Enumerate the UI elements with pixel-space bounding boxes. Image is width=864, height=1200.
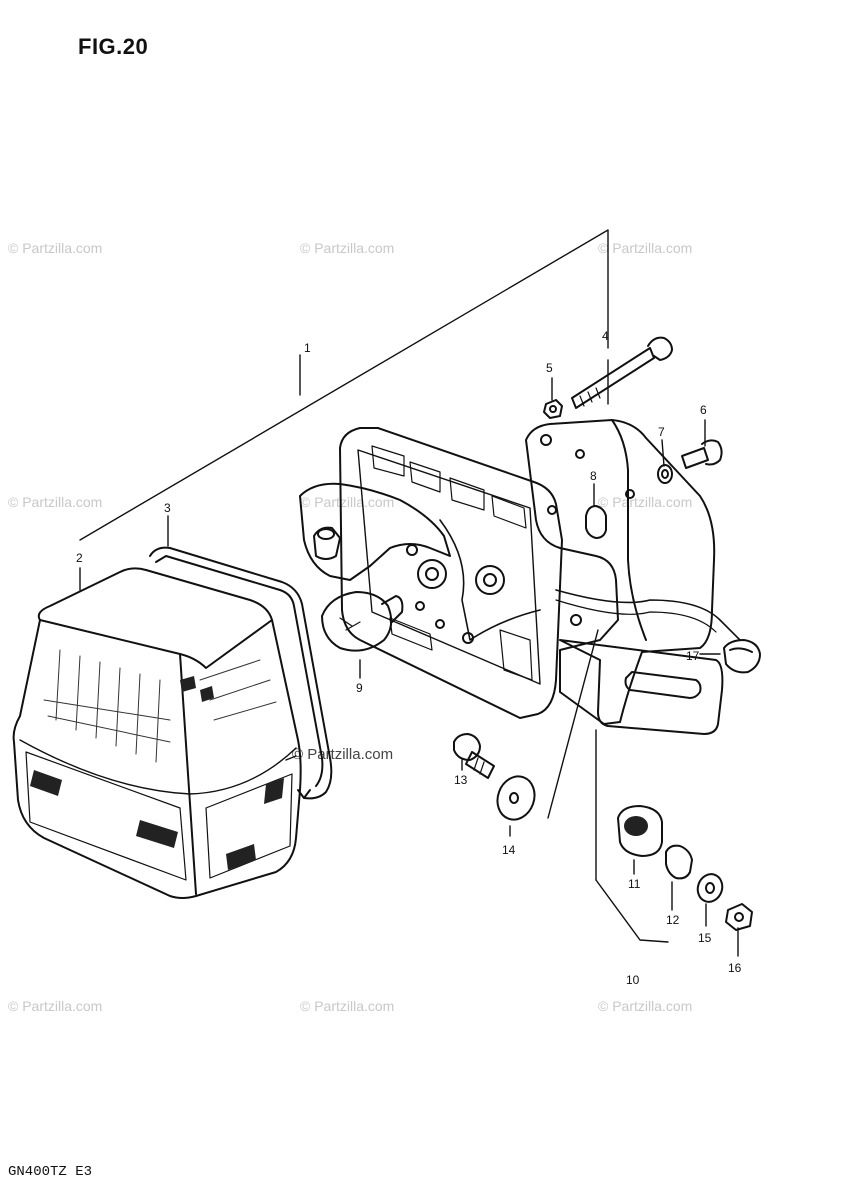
- gasket: [149, 546, 333, 800]
- watermark: © Partzilla.com: [292, 746, 394, 763]
- bolt-13: [453, 733, 495, 779]
- watermark: © Partzilla.com: [598, 998, 693, 1014]
- nut-16: [725, 903, 753, 931]
- bolt-6: [681, 439, 723, 469]
- callout-17: 17: [686, 649, 700, 663]
- watermark: © Partzilla.com: [598, 494, 693, 510]
- callout-4: 4: [602, 329, 609, 343]
- bulb-socket-bracket: [299, 482, 451, 581]
- collar-12: [665, 844, 693, 880]
- leader-lines: [79, 229, 739, 957]
- washer-14: [496, 775, 536, 821]
- callout-5: 5: [546, 361, 553, 375]
- callout-10: 10: [626, 973, 640, 987]
- callout-labels: 1 2 3 4 5 6 7 8 9 10 11 12 13 14 15 16 1…: [76, 329, 742, 987]
- callout-16: 16: [728, 961, 742, 975]
- nut-5: [543, 399, 563, 419]
- watermark: © Partzilla.com: [8, 998, 103, 1014]
- callout-8: 8: [590, 469, 597, 483]
- washer-15: [696, 873, 724, 903]
- callout-2: 2: [76, 551, 83, 565]
- figure-title: FIG.20: [78, 34, 149, 59]
- lamp-base-plate: [339, 427, 563, 719]
- callout-15: 15: [698, 931, 712, 945]
- watermark: © Partzilla.com: [300, 998, 395, 1014]
- model-code: GN400TZ E3: [8, 1164, 93, 1180]
- callout-1: 1: [304, 341, 311, 355]
- bulb: [321, 591, 404, 652]
- damper-11: [617, 805, 663, 857]
- callout-13: 13: [454, 773, 468, 787]
- callout-9: 9: [356, 681, 363, 695]
- callout-14: 14: [502, 843, 516, 857]
- callout-3: 3: [164, 501, 171, 515]
- long-bolt: [571, 336, 673, 409]
- watermark: © Partzilla.com: [8, 240, 103, 256]
- watermark: © Partzilla.com: [8, 494, 103, 510]
- callout-6: 6: [700, 403, 707, 417]
- lens-housing: [12, 567, 302, 899]
- collar: [585, 505, 607, 539]
- callout-12: 12: [666, 913, 680, 927]
- grommet-17: [723, 639, 761, 674]
- watermark: © Partzilla.com: [300, 240, 395, 256]
- washer-7: [657, 464, 673, 484]
- callout-7: 7: [658, 425, 665, 439]
- watermark: © Partzilla.com: [598, 240, 693, 256]
- watermark: © Partzilla.com: [300, 494, 395, 510]
- callout-11: 11: [628, 877, 641, 891]
- mounting-bracket: [525, 419, 741, 735]
